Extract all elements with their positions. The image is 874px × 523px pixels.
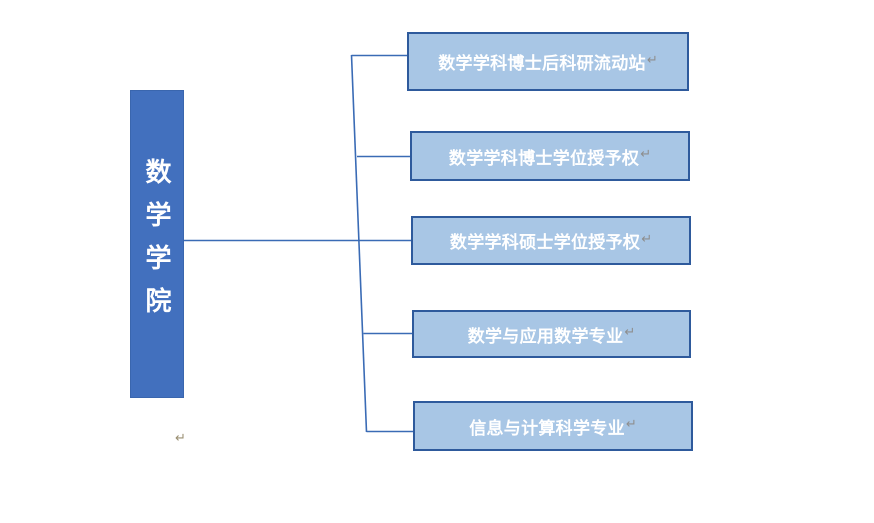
root-node-label: 数学学院 [142, 158, 172, 330]
child-node-label: 数学与应用数学专业 [467, 326, 624, 346]
paragraph-mark-icon: ↵ [175, 430, 186, 445]
child-node-info-computing-major[interactable]: 信息与计算科学专业 ↵ [413, 401, 693, 451]
child-node-label: 数学学科硕士学位授予权 [449, 233, 641, 252]
root-node-math-college[interactable]: 数学学院 ↵ [130, 90, 186, 444]
child-node-label: 信息与计算科学专业 [469, 418, 625, 438]
child-node-doctoral-degree[interactable]: 数学学科博士学位授予权 ↵ [410, 131, 690, 181]
paragraph-mark-icon: ↵ [640, 146, 652, 161]
paragraph-mark-icon: ↵ [625, 416, 637, 431]
child-node-postdoc-station[interactable]: 数学学科博士后科研流动站 ↵ [407, 32, 689, 91]
paragraph-mark-icon: ↵ [624, 324, 636, 339]
connector-spine [350, 54, 368, 433]
child-node-label: 数学学科博士学位授予权 [448, 148, 640, 168]
child-node-math-applied-major[interactable]: 数学与应用数学专业 ↵ [412, 310, 691, 358]
paragraph-mark-icon: ↵ [641, 230, 653, 246]
paragraph-mark-icon: ↵ [646, 51, 658, 67]
child-node-master-degree[interactable]: 数学学科硕士学位授予权 ↵ [411, 216, 691, 265]
child-node-label: 数学学科博士后科研流动站 [438, 54, 646, 73]
